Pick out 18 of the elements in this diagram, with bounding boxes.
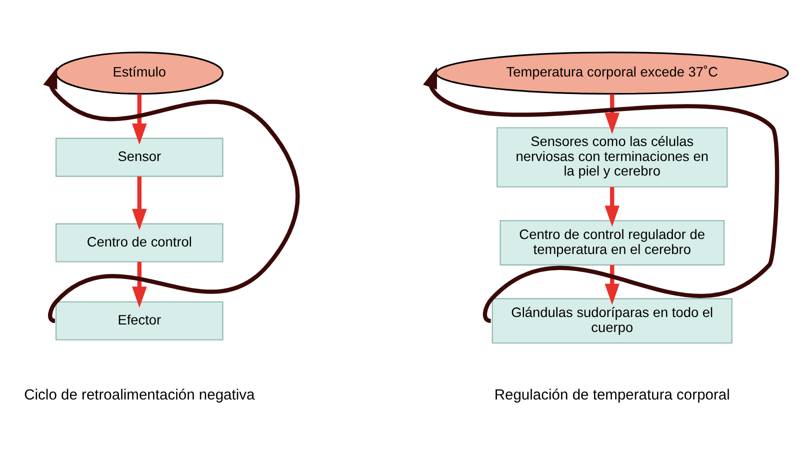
- node-ellipse: Estímulo: [55, 51, 224, 94]
- arrow: [604, 264, 620, 304]
- arrow: [132, 94, 147, 144]
- node-ellipse: Temperatura corporal excede 37˚C: [435, 51, 789, 94]
- arrow: [423, 66, 780, 322]
- arrow: [132, 176, 147, 230]
- label: Ciclo de retroalimentación negativa: [24, 387, 255, 404]
- node-box: Sensores como las células nerviosas con terminaciones en la piel y cerebro: [496, 126, 728, 187]
- label: Regulación de temperatura corporal: [494, 387, 730, 404]
- arrow: [43, 66, 300, 322]
- node-box: Efector: [56, 300, 224, 340]
- node-box: Glándulas sudoríparas en todo el cuerpo: [492, 298, 732, 344]
- node-box: Sensor: [56, 137, 224, 176]
- arrow: [604, 94, 620, 134]
- arrow: [132, 261, 147, 308]
- node-box: Centro de control: [56, 222, 224, 262]
- node-box: Centro de control regulador de temperatura en el cerebro: [500, 220, 724, 265]
- arrow: [604, 186, 620, 226]
